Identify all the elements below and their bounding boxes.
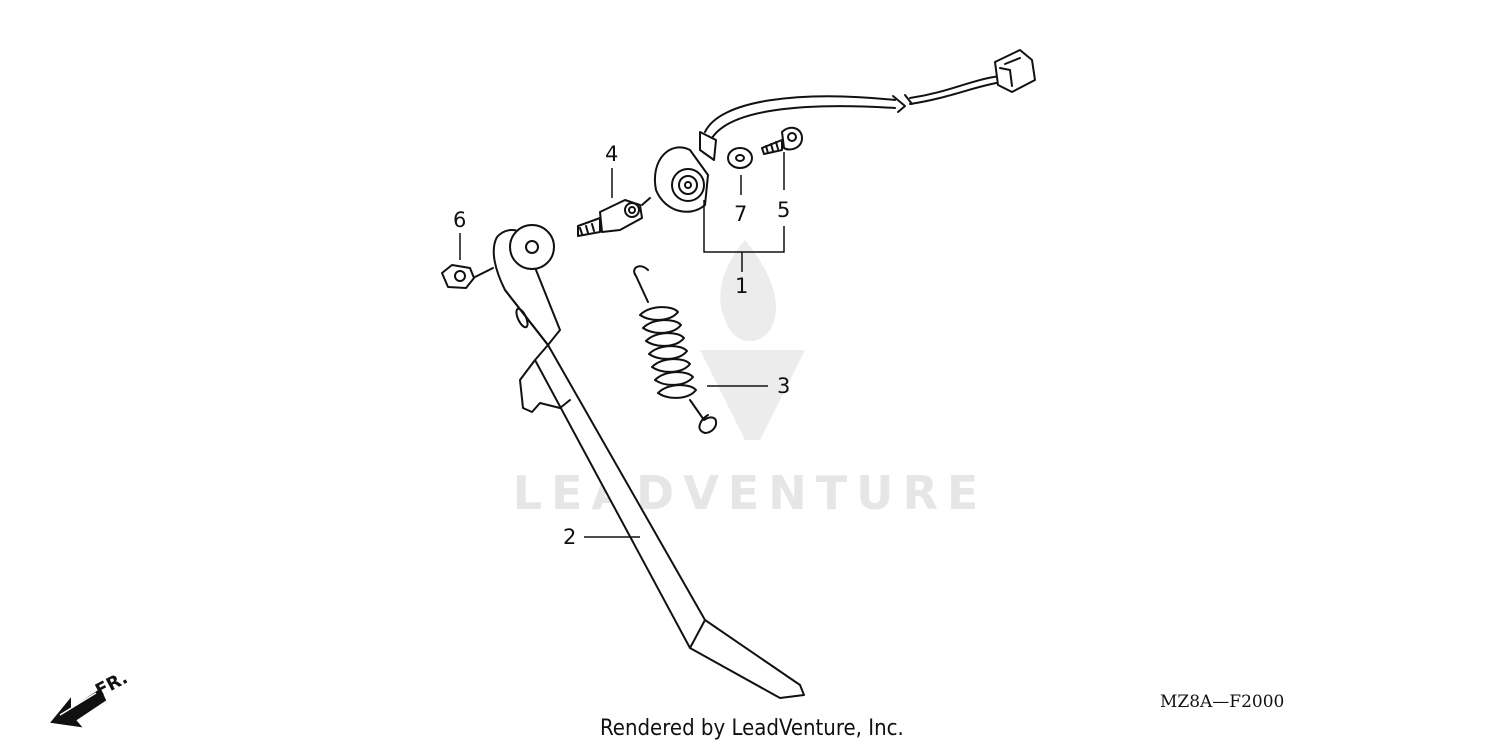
side-stand-switch <box>653 49 1036 213</box>
watermark-brand: LEADVENTURE <box>512 466 988 520</box>
nut <box>441 264 494 289</box>
pivot-bolt <box>577 197 651 237</box>
callout-2: 2 <box>563 525 577 549</box>
render-credit: Rendered by LeadVenture, Inc. <box>600 716 904 741</box>
front-direction-arrow-icon <box>50 688 107 728</box>
spring <box>633 265 718 434</box>
diagram-code: MZ8A—F2000 <box>1160 692 1285 712</box>
callout-5: 5 <box>777 198 791 222</box>
leader-lines <box>459 152 785 538</box>
callout-7: 7 <box>734 202 748 226</box>
washer <box>727 147 753 169</box>
callout-6: 6 <box>453 208 467 232</box>
callout-4: 4 <box>605 142 619 166</box>
callout-1: 1 <box>735 274 749 298</box>
callout-3: 3 <box>777 374 791 398</box>
side-stand <box>492 224 805 699</box>
switch-bolt <box>761 126 803 155</box>
